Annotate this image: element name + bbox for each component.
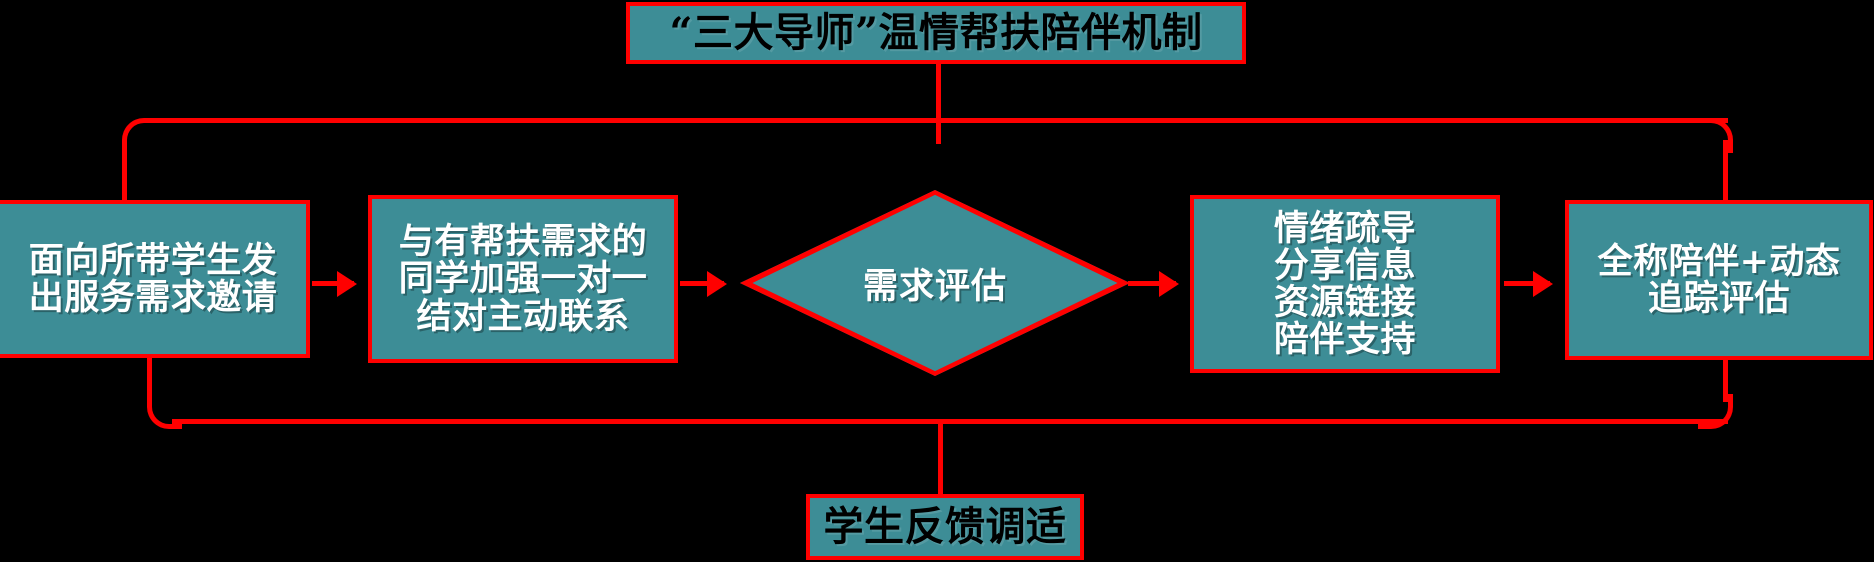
diagram-title-box: “三大导师”温情帮扶陪伴机制 bbox=[626, 2, 1246, 64]
connector-title-stem bbox=[936, 64, 941, 144]
connector-bottom-right-corner bbox=[1698, 394, 1733, 429]
node-pairing[interactable]: 与有帮扶需求的 同学加强一对一 结对主动联系 bbox=[368, 195, 678, 363]
node-assessment-label: 需求评估 bbox=[862, 265, 1007, 307]
arrow-services-to-tracking bbox=[1504, 281, 1550, 286]
node-feedback[interactable]: 学生反馈调适 bbox=[806, 494, 1084, 560]
node-services[interactable]: 情绪疏导 分享信息 资源链接 陪伴支持 bbox=[1190, 195, 1500, 373]
arrow-pairing-to-assessment bbox=[680, 281, 724, 286]
connector-top-rail bbox=[150, 118, 1728, 123]
node-tracking[interactable]: 全称陪伴+动态 追踪评估 bbox=[1565, 200, 1873, 360]
node-assessment[interactable]: 需求评估 bbox=[740, 190, 1130, 376]
connector-top-left-drop bbox=[122, 140, 127, 204]
connector-top-left-corner bbox=[122, 118, 157, 153]
connector-top-right-drop bbox=[1723, 140, 1728, 204]
arrow-invite-to-pairing bbox=[312, 281, 354, 286]
connector-bottom-left-corner bbox=[147, 394, 182, 429]
connector-bottom-right-rise bbox=[1723, 356, 1728, 402]
connector-feedback-stem bbox=[938, 419, 943, 497]
connector-top-right-corner bbox=[1698, 118, 1733, 153]
arrow-assessment-to-services bbox=[1128, 281, 1176, 286]
node-invite[interactable]: 面向所带学生发 出服务需求邀请 bbox=[0, 200, 310, 358]
connector-bottom-left-rise bbox=[147, 356, 152, 402]
connector-bottom-rail bbox=[172, 419, 1728, 424]
